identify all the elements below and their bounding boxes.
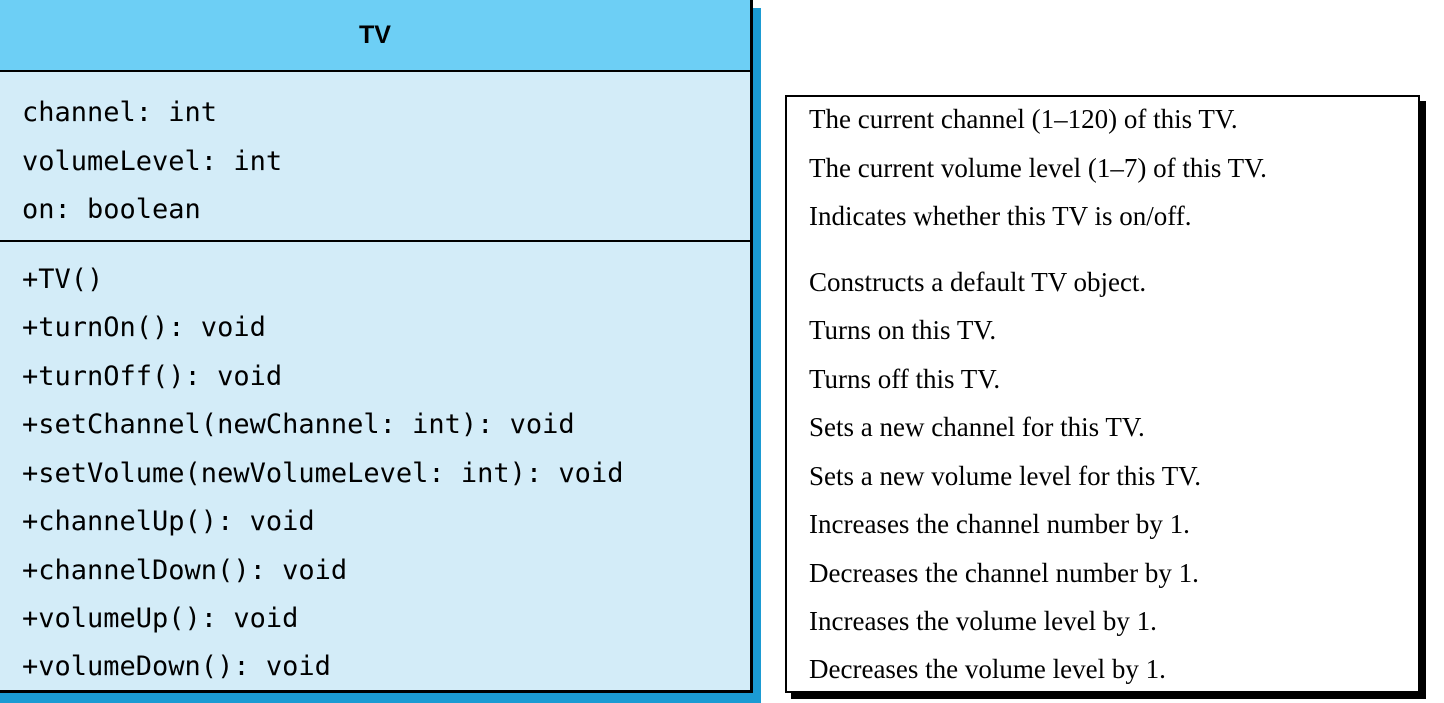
class-box-shadow-right [753, 8, 761, 703]
attribute-item: on: boolean [22, 194, 201, 225]
method-item: +volumeDown(): void [22, 651, 331, 682]
class-box-shadow-bottom [0, 693, 761, 703]
attribute-item: channel: int [22, 97, 218, 128]
method-item: +setChannel(newChannel: int): void [22, 409, 575, 440]
method-item: +channelDown(): void [22, 555, 348, 586]
uml-class-box: TV channel: int volumeLevel: int on: boo… [0, 0, 753, 693]
method-description: Increases the volume level by 1. [809, 606, 1157, 636]
method-description: Decreases the volume level by 1. [809, 654, 1166, 684]
method-description: Increases the channel number by 1. [809, 509, 1190, 539]
description-box-shadow-right [1420, 101, 1426, 699]
method-item: +volumeUp(): void [22, 603, 299, 634]
class-name: TV [0, 0, 750, 72]
attributes-compartment: channel: int volumeLevel: int on: boolea… [0, 72, 750, 242]
attribute-description: The current volume level (1–7) of this T… [809, 153, 1267, 183]
method-description: Constructs a default TV object. [809, 267, 1147, 297]
method-description: Sets a new volume level for this TV. [809, 461, 1201, 491]
methods-compartment: +TV() +turnOn(): void +turnOff(): void +… [0, 242, 750, 690]
description-box: The current channel (1–120) of this TV. … [785, 95, 1420, 693]
method-item: +turnOn(): void [22, 312, 266, 343]
method-description: Turns off this TV. [809, 364, 1001, 394]
method-item: +channelUp(): void [22, 506, 315, 537]
method-item: +setVolume(newVolumeLevel: int): void [22, 458, 624, 489]
method-description: Sets a new channel for this TV. [809, 412, 1145, 442]
method-description: Decreases the channel number by 1. [809, 558, 1199, 588]
description-box-shadow-bottom [791, 693, 1426, 699]
attribute-item: volumeLevel: int [22, 146, 283, 177]
attribute-description: The current channel (1–120) of this TV. [809, 104, 1238, 134]
method-item: +turnOff(): void [22, 361, 283, 392]
method-description: Turns on this TV. [809, 315, 997, 345]
attribute-description: Indicates whether this TV is on/off. [809, 201, 1192, 231]
method-item: +TV() [22, 264, 104, 295]
